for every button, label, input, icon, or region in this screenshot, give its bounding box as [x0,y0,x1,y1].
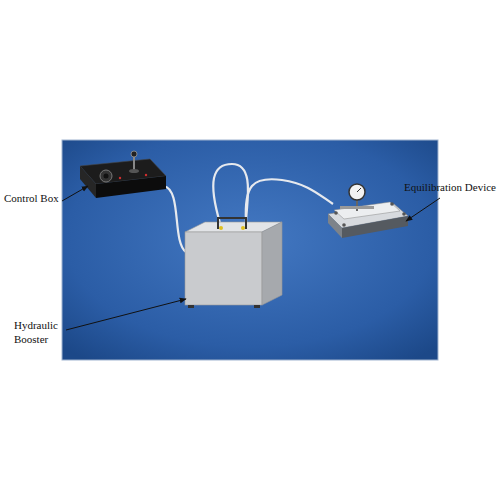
hose [164,186,186,252]
leader-line [66,299,186,330]
part-label: Equilibration Device [404,180,496,194]
leader-line [62,186,88,201]
leader-line [406,198,440,221]
part-label: Hydraulic Booster [14,318,64,346]
part-label: Control Box [4,191,64,205]
hose [246,179,333,222]
blue-backdrop [62,140,438,360]
hose [213,164,248,223]
hydraulic-booster-figure [185,218,282,308]
equilibration-device-figure [328,184,408,238]
leader-lines [62,186,440,330]
control-box-figure [80,151,166,198]
